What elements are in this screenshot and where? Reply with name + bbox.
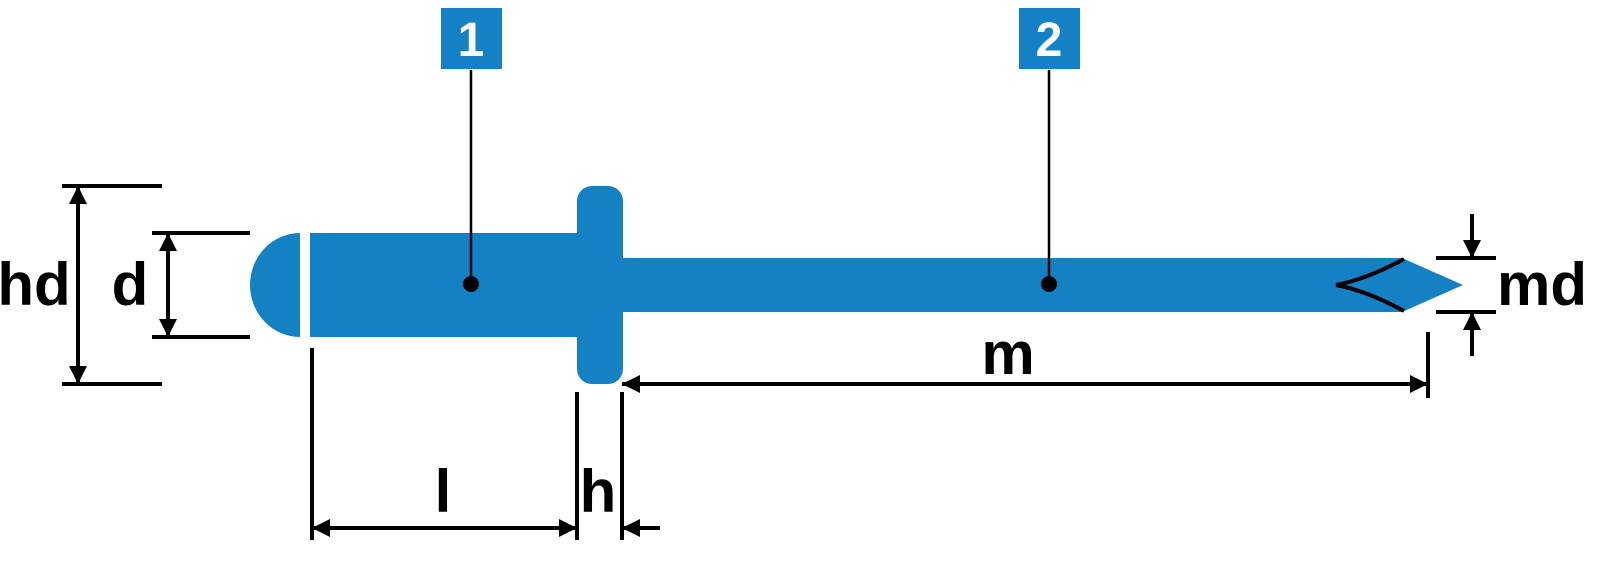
label-body-diameter: d [112,251,149,318]
callout-2-dot [1041,276,1057,292]
rivet-flange [577,186,623,384]
rivet-body [310,233,577,337]
rivet-shape-group [250,186,1463,384]
callout-2-number: 2 [1036,14,1063,67]
callout-1-dot [463,276,479,292]
callout-leader-group [469,70,1051,278]
dimension-line-group [62,184,1496,540]
callout-2-box [1019,8,1080,69]
callout-1-box [441,8,502,69]
mandrel-break-notch [1335,257,1405,313]
label-head-diameter: hd [0,251,71,318]
label-mandrel-length: m [981,320,1034,387]
label-mandrel-diameter: md [1497,251,1587,318]
callout-1-number: 1 [458,14,485,67]
label-body-length: l [435,458,452,525]
label-head-height: h [580,458,617,525]
rivet-head-dome [250,233,300,337]
